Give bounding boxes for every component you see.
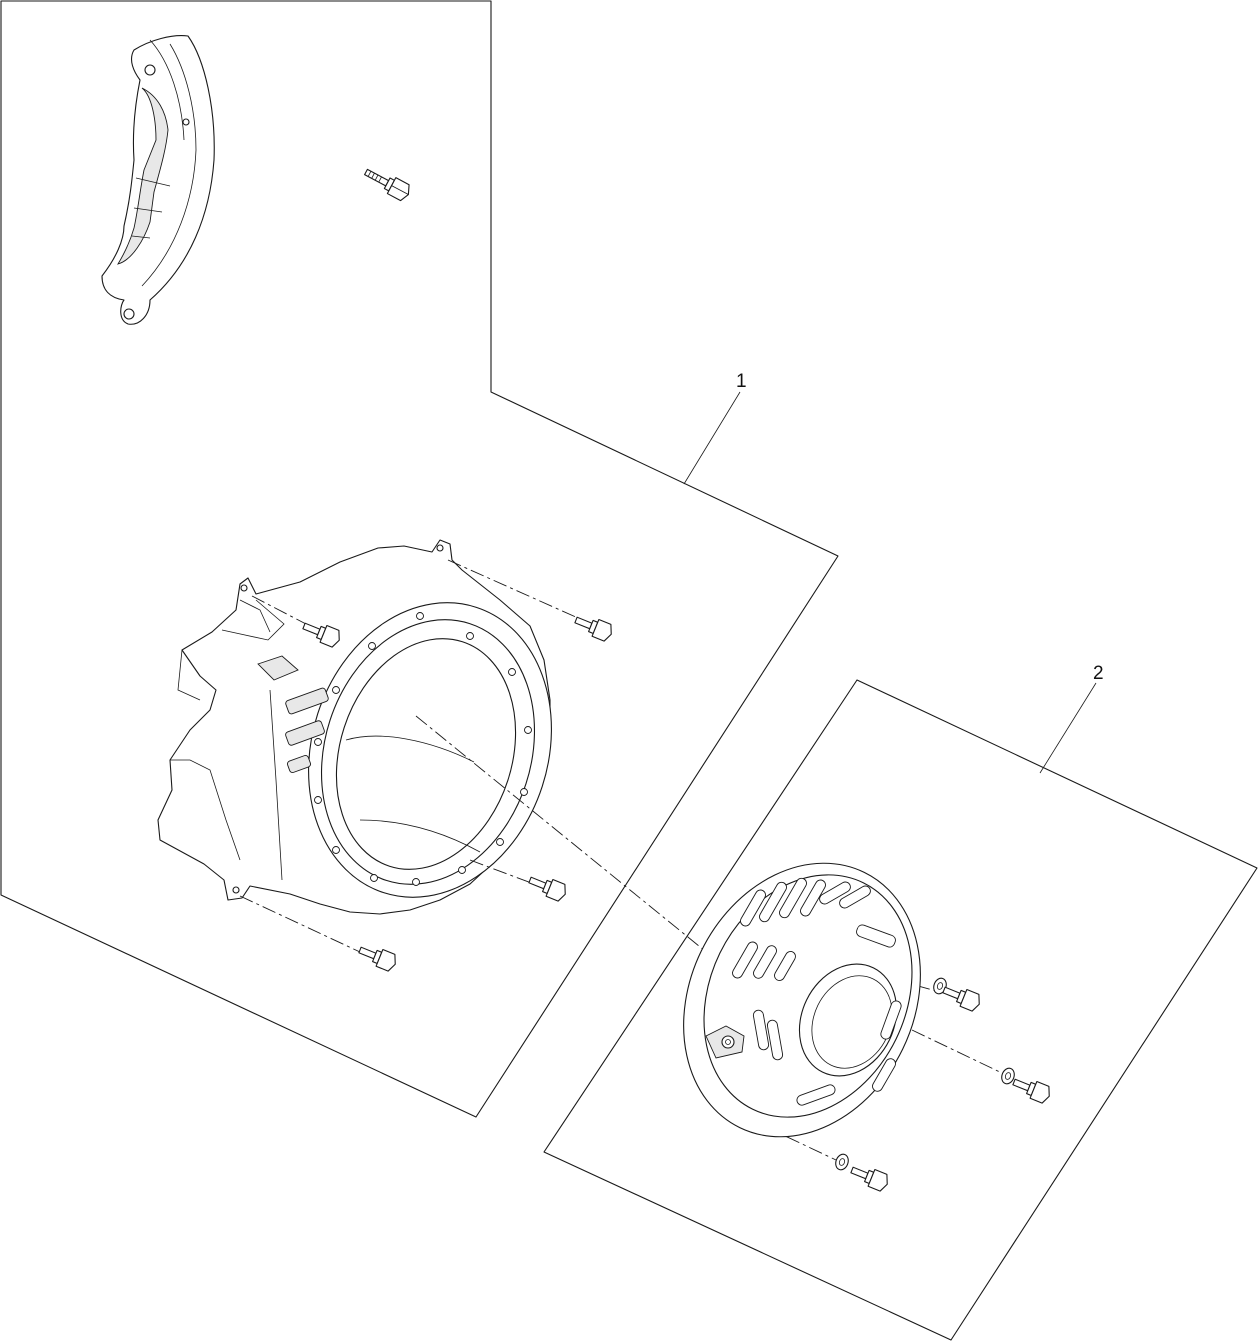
callout-1-label: 1 — [736, 371, 747, 392]
fan-cover-bolt-2 — [574, 616, 612, 642]
starter-bolt-3 — [850, 1166, 888, 1192]
recoil-starter — [683, 862, 921, 1138]
fan-cover-bolt-1 — [302, 622, 340, 648]
callout-2-leader — [1039, 682, 1097, 774]
fan-cover-label-plate — [257, 655, 299, 681]
starter-washer-3 — [835, 1153, 849, 1171]
fan-cover-bolt-3 — [528, 876, 566, 902]
starter-bolt-2 — [1012, 1078, 1050, 1104]
fan-cover-bolt-4 — [358, 946, 396, 972]
shroud-bolt — [364, 168, 410, 202]
starter-washer-2 — [1001, 1067, 1015, 1085]
callout-2-label: 2 — [1093, 663, 1104, 684]
fan-cover-vents — [285, 687, 329, 774]
curved-shroud-plate — [101, 35, 215, 325]
callout-1-leader — [683, 391, 741, 485]
fan-cover-housing — [157, 539, 552, 915]
recoil-starter-slots — [732, 877, 902, 1106]
rope-guide — [705, 1025, 745, 1059]
kit-1-outline — [0, 0, 839, 1118]
kit-2-outline — [543, 679, 1258, 1341]
fan-cover-ring-holes — [314, 612, 532, 886]
starter-bolt-1 — [942, 986, 980, 1012]
